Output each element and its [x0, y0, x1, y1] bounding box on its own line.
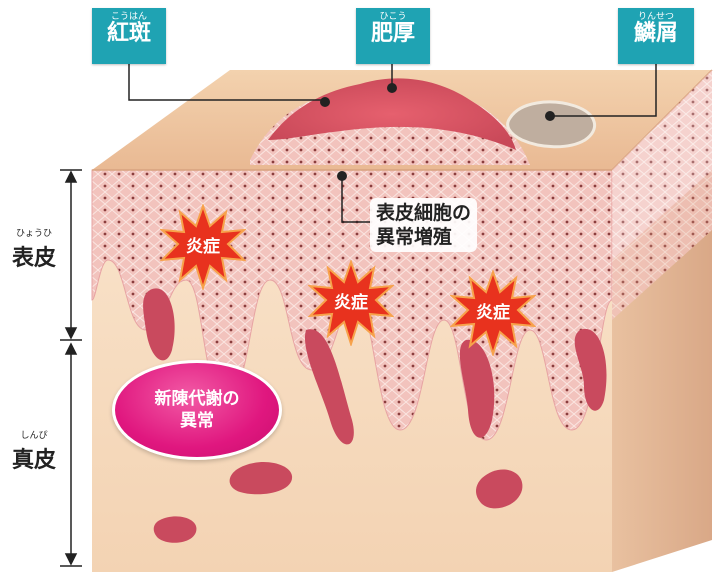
- inflammation-burst-2: 炎症: [308, 260, 394, 346]
- metabolism-abnormality-badge: 新陳代謝の 異常: [112, 360, 282, 460]
- inflammation-label: 炎症: [450, 270, 536, 356]
- vessel: [154, 516, 197, 542]
- scale-tag: りんせつ 鱗屑: [618, 8, 694, 64]
- scale-patch: [508, 102, 595, 147]
- callout-line-1: 表皮細胞の: [376, 201, 471, 225]
- callout-line-2: 異常増殖: [376, 225, 471, 249]
- erythema-tag: こうはん 紅斑: [92, 8, 166, 64]
- dermis-label: 真皮: [4, 442, 64, 474]
- metabolism-line-1: 新陳代謝の: [155, 388, 240, 410]
- inflammation-label: 炎症: [160, 204, 246, 290]
- dermis-ruby: しんぴ: [4, 428, 64, 441]
- inflammation-label: 炎症: [308, 260, 394, 346]
- erythema-label: 紅斑: [92, 22, 166, 46]
- thickening-tag: ひこう 肥厚: [356, 8, 430, 64]
- metabolism-line-2: 異常: [180, 410, 214, 432]
- thickening-label: 肥厚: [356, 22, 430, 46]
- inflammation-burst-1: 炎症: [160, 204, 246, 290]
- scale-label: 鱗屑: [618, 22, 694, 46]
- abnormal-proliferation-callout: 表皮細胞の 異常増殖: [370, 198, 477, 252]
- epidermis-ruby: ひょうひ: [4, 226, 64, 239]
- epidermis-label: 表皮: [4, 240, 64, 272]
- inflammation-burst-3: 炎症: [450, 270, 536, 356]
